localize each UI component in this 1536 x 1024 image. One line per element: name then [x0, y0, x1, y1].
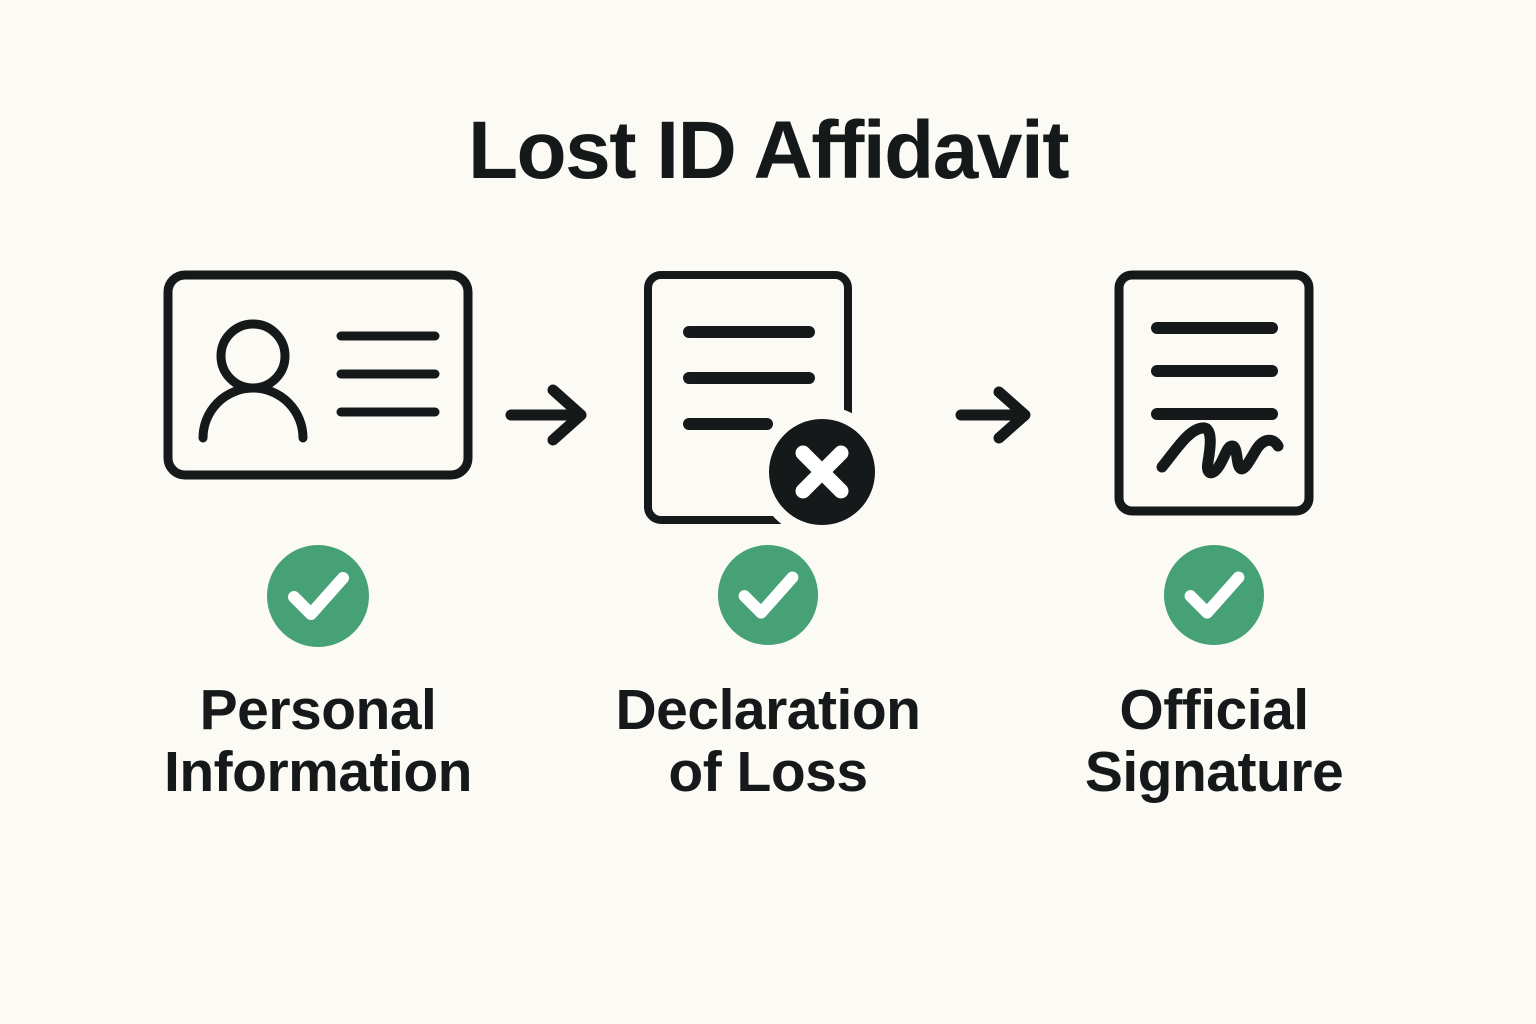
page-title: Lost ID Affidavit	[467, 105, 1070, 196]
step-3-icon-slot	[1019, 270, 1409, 540]
arrow-right-icon	[505, 384, 587, 446]
close-icon	[795, 445, 849, 499]
step-1-label: Personal Information	[123, 678, 513, 804]
step-2-label-line-1: Declaration	[615, 678, 921, 742]
step-3-status-slot	[1019, 540, 1409, 658]
step-3-label: Official Signature	[1019, 678, 1409, 804]
step-1-label-line-1: Personal	[199, 678, 437, 742]
step-personal-information: Personal Information	[123, 270, 513, 803]
step-2-status-slot	[573, 540, 963, 658]
step-1-icon-slot	[123, 270, 513, 540]
signed-document-icon	[1114, 270, 1314, 516]
connector-arrow-1	[505, 380, 595, 455]
step-3-label-line-1: Official	[1119, 678, 1309, 742]
step-2-icon-slot	[573, 270, 963, 540]
id-card-icon	[163, 270, 473, 480]
step-official-signature: Official Signature	[1019, 270, 1409, 803]
step-3-label-line-2: Signature	[1084, 739, 1344, 804]
step-declaration-of-loss: Declaration of Loss	[573, 270, 963, 803]
step-1-label-line-2: Information	[164, 739, 472, 804]
connector-arrow-2	[955, 383, 1037, 452]
check-circle-icon	[717, 544, 819, 646]
check-circle-icon	[1163, 544, 1265, 646]
check-circle-icon	[267, 545, 369, 647]
document-with-x-icon	[644, 271, 875, 525]
step-2-label: Declaration of Loss	[573, 678, 963, 804]
signature-icon	[1156, 422, 1284, 479]
arrow-right-icon	[955, 386, 1031, 444]
step-2-label-line-2: of Loss	[668, 739, 868, 804]
step-1-status-slot	[123, 540, 513, 658]
